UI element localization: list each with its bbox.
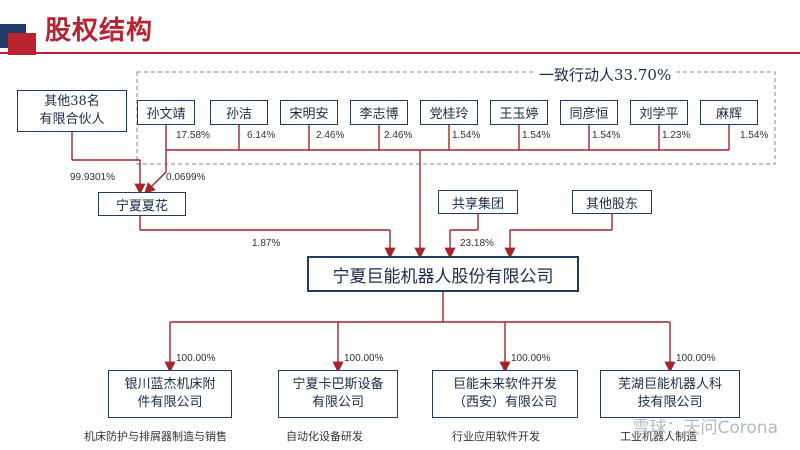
subsidiary-pct: 100.00% [344, 353, 384, 364]
member-pct: 1.54% [522, 130, 551, 141]
subsidiary-box-yinchuan-lanjie: 银川蓝杰机床附 件有限公司 [108, 370, 232, 418]
member-name: 宋明安 [289, 107, 329, 122]
member-box-li-zhibo: 李志博 [350, 100, 408, 125]
gongxiang-pct: 23.18% [460, 238, 494, 249]
subsidiary-box-ningxia-kabasi: 宁夏卡巴斯设备 有限公司 [278, 370, 398, 418]
member-name: 党桂玲 [429, 107, 469, 122]
member-box-wang-yuting: 王玉婷 [490, 100, 548, 125]
member-name: 孙文靖 [146, 107, 186, 122]
member-pct: 17.58% [176, 130, 210, 141]
member-box-liu-xueping: 刘学平 [630, 100, 688, 125]
partners-pct: 99.9301% [70, 172, 116, 183]
member-pct: 1.54% [452, 130, 481, 141]
other-shareholders-box: 其他股东 [572, 190, 652, 214]
subsidiary-pct: 100.00% [676, 353, 716, 364]
header-underline [0, 52, 800, 54]
member-pct: 2.46% [316, 130, 345, 141]
gongxiang-box: 共享集团 [438, 190, 518, 214]
sun-to-xiahua-pct: 0.0699% [166, 172, 206, 183]
member-box-sun-jie: 孙洁 [210, 100, 268, 125]
member-pct: 1.54% [592, 130, 621, 141]
subsidiary-box-juneng-future: 巨能未来软件开发 （西安）有限公司 [432, 370, 578, 418]
other-shareholders-name: 其他股东 [585, 196, 638, 212]
member-box-tong-yanheng: 同彦恒 [560, 100, 618, 125]
ningxia-xiahua-pct: 1.87% [252, 238, 281, 249]
member-name: 王玉婷 [499, 107, 539, 122]
member-name: 同彦恒 [569, 107, 609, 122]
parent-company-name: 宁夏巨能机器人股份有限公司 [332, 266, 554, 287]
subsidiary-box-wuhu-juneng: 芜湖巨能机器人科 技有限公司 [600, 370, 740, 418]
member-name: 孙洁 [225, 107, 252, 122]
member-pct: 1.54% [740, 130, 769, 141]
member-box-dang-guiling: 党桂玲 [420, 100, 478, 125]
member-pct: 1.23% [662, 130, 691, 141]
ningxia-xiahua-name: 宁夏夏花 [115, 198, 168, 214]
member-pct: 2.46% [384, 130, 413, 141]
subsidiary-business: 工业机器人制造 [620, 430, 697, 443]
member-name: 李志博 [359, 107, 399, 122]
member-box-sun-wenjing: 孙文靖 [137, 100, 195, 125]
partners-name: 其他38名 有限合伙人 [39, 94, 105, 127]
subsidiary-name: 银川蓝杰机床附 件有限公司 [124, 377, 216, 410]
subsidiary-business: 行业应用软件开发 [452, 430, 540, 443]
subsidiary-name: 芜湖巨能机器人科 技有限公司 [617, 377, 722, 410]
page-title: 股权结构 [45, 16, 154, 46]
watermark: 雪球：天问Corona [632, 418, 778, 438]
member-pct: 6.14% [247, 130, 276, 141]
gongxiang-name: 共享集团 [451, 196, 504, 212]
subsidiary-business: 机床防护与排屑器制造与销售 [84, 430, 227, 443]
member-name: 麻辉 [715, 107, 742, 122]
header-bar-red [8, 33, 36, 55]
partners-box: 其他38名 有限合伙人 [17, 90, 127, 132]
parent-company-box: 宁夏巨能机器人股份有限公司 [307, 256, 579, 292]
concerted-group-label: 一致行动人33.70% [535, 64, 676, 85]
ningxia-xiahua-box: 宁夏夏花 [98, 192, 186, 216]
member-name: 刘学平 [639, 107, 679, 122]
subsidiary-name: 宁夏卡巴斯设备 有限公司 [292, 377, 384, 410]
member-box-ma-hui: 麻辉 [700, 100, 758, 125]
subsidiary-pct: 100.00% [511, 353, 551, 364]
subsidiary-business: 自动化设备研发 [286, 430, 363, 443]
member-box-song-mingan: 宋明安 [280, 100, 338, 125]
subsidiary-name: 巨能未来软件开发 （西安）有限公司 [452, 377, 557, 410]
subsidiary-pct: 100.00% [176, 353, 216, 364]
